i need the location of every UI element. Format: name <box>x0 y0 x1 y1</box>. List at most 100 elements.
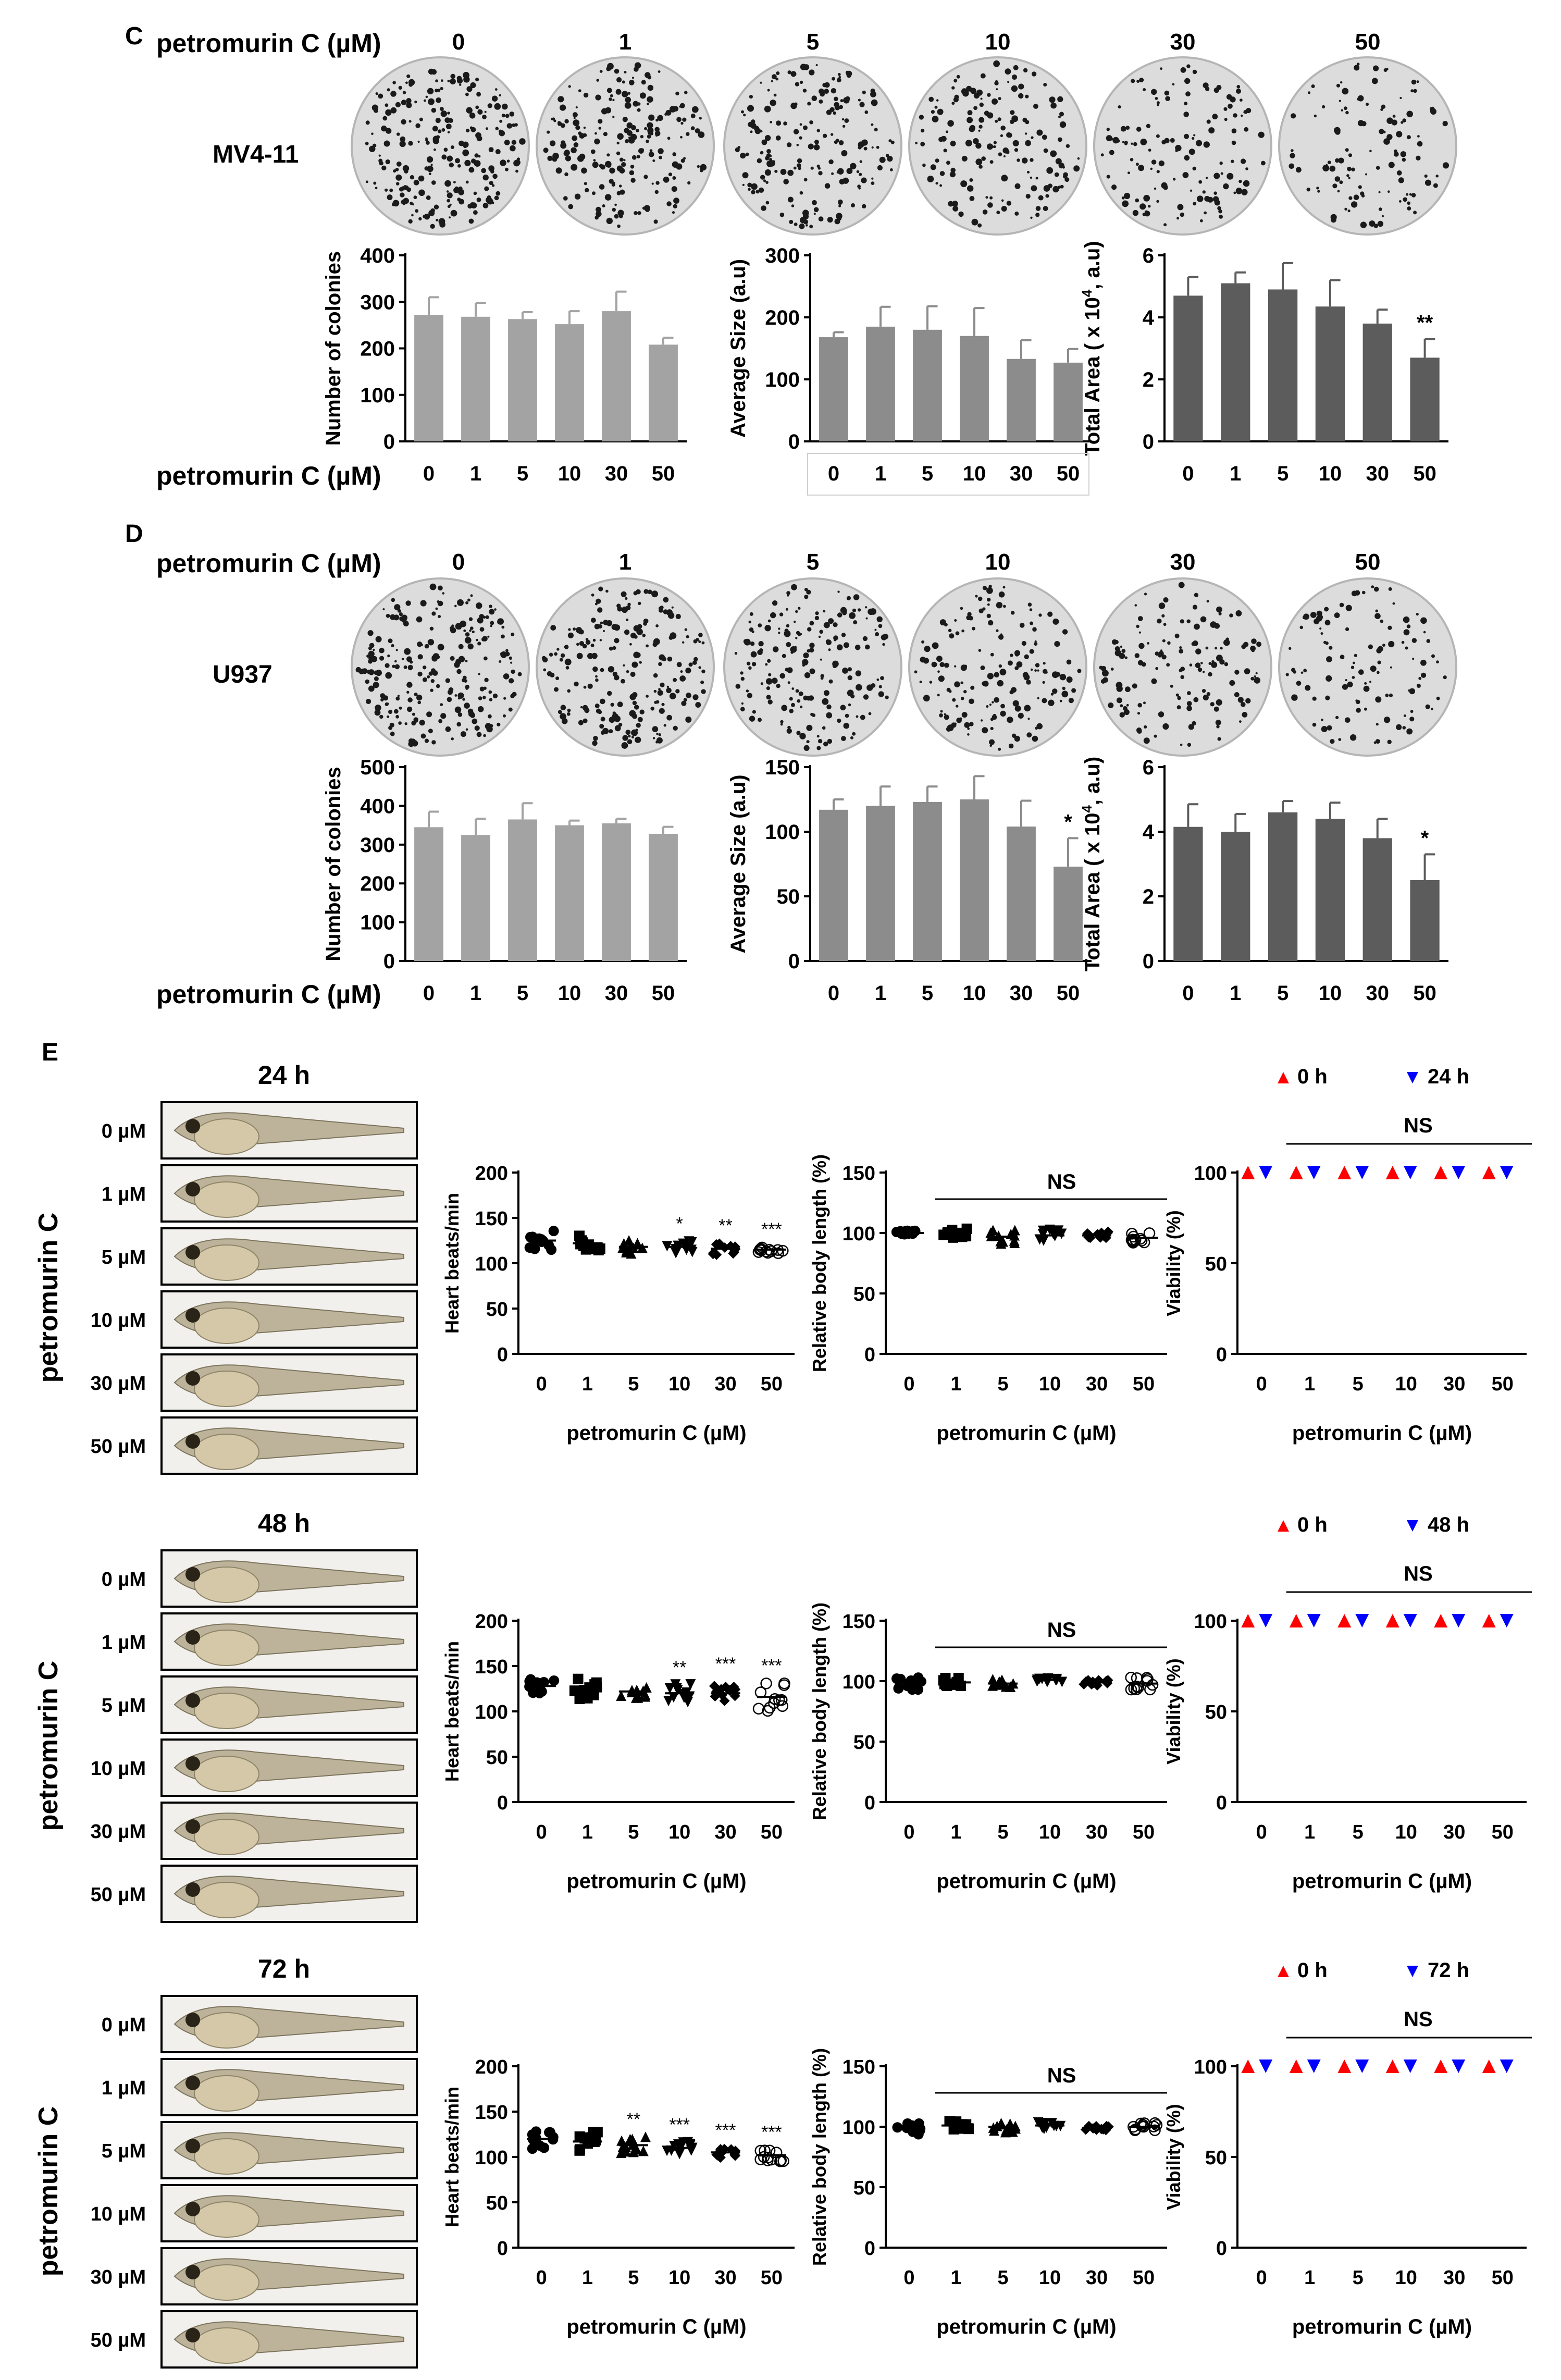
colony-dot <box>497 722 501 726</box>
colony-dot <box>479 614 485 619</box>
colony-dot <box>1396 724 1402 730</box>
colony-dot <box>797 158 802 164</box>
colony-dot <box>503 714 506 718</box>
colony-dot <box>630 672 636 677</box>
colony-dot <box>981 156 986 161</box>
colony-dot <box>1144 593 1147 596</box>
colony-dot <box>773 646 779 652</box>
x-tick-label: 0 <box>828 462 839 485</box>
colony-dot <box>808 695 814 701</box>
colony-dot <box>450 209 457 217</box>
colony-dot <box>690 113 696 118</box>
colony-dot <box>406 706 413 712</box>
x-tick-label: 50 <box>652 462 675 485</box>
x-tick-label: 30 <box>714 1821 736 1843</box>
colony-dot <box>953 79 958 83</box>
colony-dot <box>1186 619 1191 624</box>
colony-dot <box>597 607 603 613</box>
colony-dot <box>406 690 410 694</box>
colony-dot <box>594 704 600 708</box>
colony-dot <box>758 623 762 627</box>
colony-dot <box>1386 134 1393 140</box>
colony-dot <box>624 71 627 73</box>
colony-dot <box>1244 127 1249 132</box>
data-point-t <box>1452 1614 1466 1627</box>
colony-dot <box>1338 738 1342 741</box>
data-point <box>996 2117 1007 2128</box>
colony-dot <box>433 148 436 151</box>
colony-dot <box>850 736 853 739</box>
y-tick-label: 150 <box>843 1163 875 1185</box>
colony-dot <box>1192 605 1198 610</box>
colony-dot <box>799 80 803 84</box>
colony-dot <box>655 181 660 185</box>
colony-dot <box>499 130 505 137</box>
colony-dot <box>812 200 817 205</box>
x-tick-label: 10 <box>558 462 581 485</box>
data-point <box>626 1685 637 1696</box>
colony-dot <box>826 712 833 719</box>
y-axis-label: Viability (%) <box>1163 1658 1184 1764</box>
colony-dot <box>666 201 672 206</box>
colony-dot <box>834 96 838 102</box>
colony-dot <box>1336 83 1341 88</box>
colony-dot <box>1366 103 1369 106</box>
colony-dot <box>814 615 820 621</box>
colony-dot <box>1147 642 1150 645</box>
data-point <box>683 1697 693 1708</box>
colony-dot <box>1332 183 1337 189</box>
colony-dot <box>469 712 476 718</box>
colony-dot <box>1357 97 1360 101</box>
colony-dot <box>1068 698 1074 704</box>
colony-dot <box>780 723 783 726</box>
colony-dot <box>673 725 678 731</box>
colony-dot <box>1179 669 1183 672</box>
colony-dot <box>1001 206 1007 212</box>
colony-dot <box>557 121 562 126</box>
colony-dot <box>1224 118 1228 121</box>
colony-dot <box>969 722 974 726</box>
colony-dish <box>1278 56 1457 236</box>
y-tick-label: 150 <box>843 2056 875 2078</box>
colony-dot <box>914 670 918 674</box>
colony-dot <box>967 185 974 192</box>
x-tick-label: 1 <box>875 462 886 485</box>
colony-dot <box>492 184 495 187</box>
x-tick-label: 50 <box>1492 1373 1514 1395</box>
colony-dot <box>406 74 411 78</box>
colony-dot <box>477 706 484 712</box>
colony-dot <box>447 155 453 162</box>
colony-dot <box>1204 211 1207 215</box>
colony-dot <box>423 214 427 219</box>
colony-dot <box>967 117 973 124</box>
colony-dot <box>766 686 770 690</box>
colony-dot <box>401 186 405 191</box>
data-point <box>987 1674 998 1685</box>
colony-dot <box>966 85 972 92</box>
colony-dot <box>1409 688 1416 695</box>
colony-dot <box>584 182 587 186</box>
colony-dot <box>1144 725 1147 729</box>
x-tick-label: 10 <box>1395 2267 1417 2289</box>
y-tick-label: 100 <box>1194 1611 1227 1633</box>
colony-dot <box>440 110 447 117</box>
colony-dot <box>382 608 385 611</box>
colony-dot <box>1417 141 1423 147</box>
colony-dot <box>438 218 445 225</box>
colony-dot <box>1007 81 1010 83</box>
colony-dot <box>473 210 478 215</box>
y-tick-label: 6 <box>1143 244 1154 267</box>
colony-dot <box>1005 68 1011 75</box>
colony-dot <box>790 71 797 77</box>
x-tick-label: 10 <box>1319 982 1342 1005</box>
x-tick-label: 50 <box>1492 1821 1514 1843</box>
colony-dot <box>1291 149 1294 152</box>
colony-dot <box>1407 201 1410 205</box>
colony-dot <box>1213 706 1219 712</box>
colony-dot <box>948 201 954 207</box>
colony-dot <box>1177 696 1181 700</box>
colony-dot <box>765 201 770 205</box>
colony-dot <box>1237 697 1244 703</box>
